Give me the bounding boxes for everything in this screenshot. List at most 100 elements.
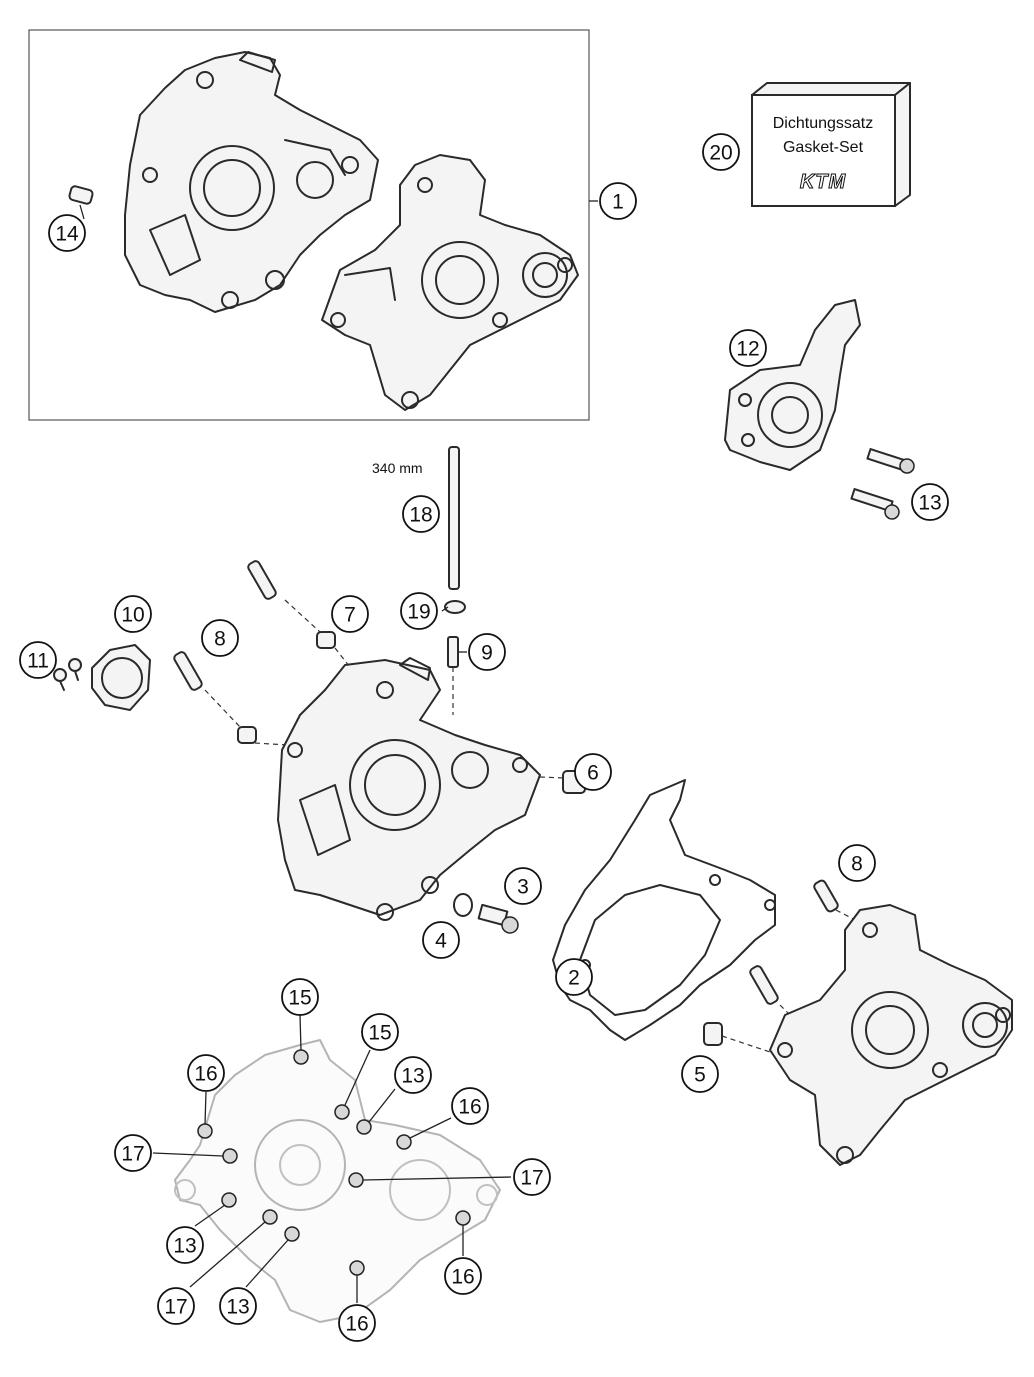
callout-circle — [19, 641, 57, 679]
callout-number: 13 — [401, 1065, 424, 1088]
crankcase-assembly-frame — [28, 29, 590, 421]
callout-number: 20 — [709, 142, 732, 165]
vent-hose-18: 340 mm — [372, 446, 460, 590]
dowel-pin-8-right — [749, 879, 839, 1005]
crankcase-half-right-top — [321, 154, 579, 411]
callout-c10: 10 — [114, 595, 152, 633]
callout-c16c: 16 — [444, 1257, 482, 1295]
callout-c4: 4 — [422, 921, 460, 959]
callout-c17b: 17 — [513, 1158, 551, 1196]
callout-c17c: 17 — [157, 1287, 195, 1325]
ktm-logo: KTM — [800, 171, 847, 193]
callout-c17a: 17 — [114, 1134, 152, 1172]
callout-number: 16 — [194, 1063, 217, 1086]
callout-c9: 9 — [468, 633, 506, 671]
callout-circle — [702, 133, 740, 171]
callout-c15a: 15 — [281, 978, 319, 1016]
bolt-13d — [284, 1226, 300, 1242]
callout-c13d: 13 — [219, 1287, 257, 1325]
callout-circle — [114, 595, 152, 633]
crankcase-reference-outline — [174, 1039, 501, 1323]
callout-c16a: 16 — [187, 1054, 225, 1092]
gasket-kit-line2: Gasket-Set — [783, 139, 864, 156]
gasket-kit-box: Dichtungssatz Gasket-Set KTM — [751, 82, 911, 207]
callout-circle — [444, 1257, 482, 1295]
bolt-17c — [262, 1209, 278, 1225]
callout-c3: 3 — [504, 867, 542, 905]
callout-circle — [201, 619, 239, 657]
callout-number: 17 — [164, 1296, 187, 1319]
callout-c7: 7 — [331, 595, 369, 633]
bolt-17a — [222, 1148, 238, 1164]
callout-number: 15 — [288, 987, 311, 1010]
seal-washer-4 — [453, 893, 473, 917]
callout-circle — [361, 1013, 399, 1051]
callout-number: 16 — [458, 1096, 481, 1119]
callout-number: 4 — [435, 930, 447, 953]
cover-part-12 — [724, 299, 861, 471]
callout-circle — [422, 921, 460, 959]
callout-circle — [219, 1287, 257, 1325]
callout-number: 8 — [214, 628, 226, 651]
dowel-pin-7 — [247, 560, 336, 649]
callout-number: 19 — [407, 601, 430, 624]
bolt-17b — [348, 1172, 364, 1188]
callout-number: 9 — [481, 642, 493, 665]
callout-number: 10 — [121, 604, 144, 627]
callout-c12: 12 — [729, 329, 767, 367]
callout-c14: 14 — [48, 214, 86, 252]
hose-length-label: 340 mm — [372, 460, 423, 476]
callout-c20: 20 — [702, 133, 740, 171]
callout-circle — [166, 1226, 204, 1264]
bolt-15a — [293, 1049, 309, 1065]
callout-number: 12 — [736, 338, 759, 361]
dowel-pin-8-left — [173, 651, 257, 744]
callout-number: 2 — [568, 967, 580, 990]
callout-number: 8 — [851, 853, 863, 876]
callout-circle — [331, 595, 369, 633]
crankcase-half-left-top — [124, 51, 379, 313]
callout-circle — [468, 633, 506, 671]
callout-number: 16 — [451, 1266, 474, 1289]
callout-circle — [157, 1287, 195, 1325]
callout-c13b: 13 — [394, 1056, 432, 1094]
callout-circle — [187, 1054, 225, 1092]
callout-circle — [48, 214, 86, 252]
screw-11a — [53, 668, 67, 691]
hose-clamp-19 — [444, 600, 466, 614]
callout-circle — [338, 1304, 376, 1342]
bolt-16d — [349, 1260, 365, 1276]
callout-c16b: 16 — [451, 1087, 489, 1125]
callout-number: 1 — [612, 191, 624, 214]
callout-c8b: 8 — [838, 844, 876, 882]
callout-number: 6 — [587, 762, 599, 785]
callout-number: 13 — [918, 492, 941, 515]
breather-nipple-9 — [447, 636, 459, 668]
drain-plug-3 — [477, 903, 519, 934]
callout-c13c: 13 — [166, 1226, 204, 1264]
callout-circle — [729, 329, 767, 367]
bolt-15b — [334, 1104, 350, 1120]
callout-circle — [513, 1158, 551, 1196]
callout-number: 16 — [345, 1313, 368, 1336]
callout-number: 17 — [520, 1167, 543, 1190]
callout-circle — [504, 867, 542, 905]
gasket-kit-line1: Dichtungssatz — [773, 115, 874, 132]
callout-circle — [838, 844, 876, 882]
callout-c11: 11 — [19, 641, 57, 679]
crankcase-half-left-middle — [277, 657, 541, 921]
callout-c19: 19 — [400, 592, 438, 630]
leader-lines — [79, 204, 512, 1303]
callout-number: 13 — [226, 1296, 249, 1319]
callout-circle — [451, 1087, 489, 1125]
bolt-13-upper — [866, 448, 915, 474]
callout-number: 18 — [409, 504, 432, 527]
callout-circle — [281, 978, 319, 1016]
callout-circle — [599, 182, 637, 220]
callout-circle — [400, 592, 438, 630]
callout-c8a: 8 — [201, 619, 239, 657]
callout-c5: 5 — [681, 1055, 719, 1093]
callout-circle — [114, 1134, 152, 1172]
